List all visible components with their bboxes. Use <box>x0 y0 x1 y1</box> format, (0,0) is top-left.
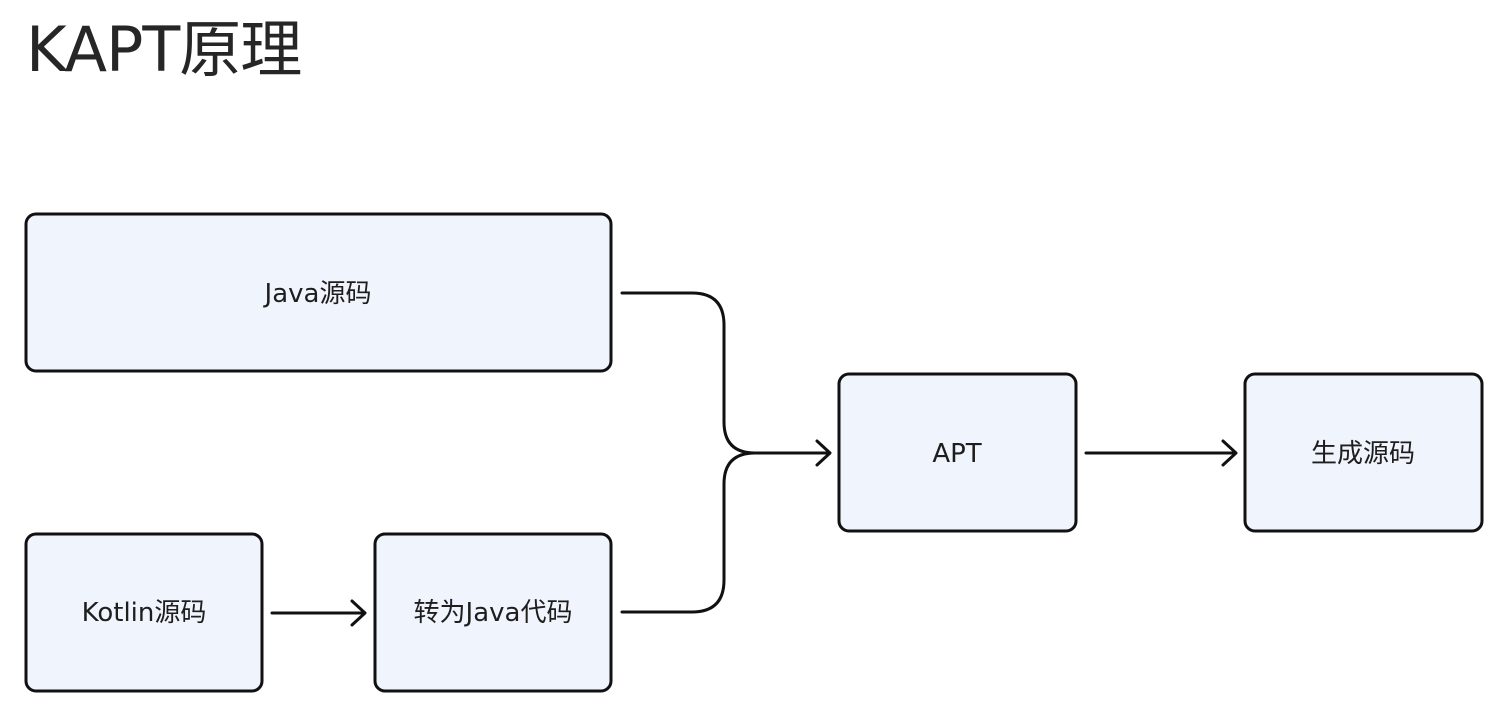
node-apt-label: APT <box>932 439 981 469</box>
node-kotlin-source-box <box>24 532 264 693</box>
edge-to-java-to-apt-line <box>620 451 757 614</box>
edge-java-to-apt <box>620 291 757 455</box>
edge-kotlin-to-java <box>270 599 367 627</box>
edge-merge-to-apt <box>743 439 832 467</box>
edge-merge-to-apt-arrowhead <box>815 439 832 467</box>
edge-java-to-apt-line <box>620 291 757 455</box>
node-to-java[interactable]: 转为Java代码 <box>373 532 613 693</box>
node-kotlin-source-label: Kotlin源码 <box>82 598 207 628</box>
edge-apt-to-generated-arrowhead <box>1221 439 1238 467</box>
node-to-java-box <box>373 532 613 693</box>
node-to-java-label: 转为Java代码 <box>414 598 573 628</box>
node-java-source-label: Java源码 <box>263 279 372 309</box>
node-java-source[interactable]: Java源码 <box>24 212 613 373</box>
edge-apt-to-generated <box>1084 439 1238 467</box>
node-generated-source[interactable]: 生成源码 <box>1243 372 1484 533</box>
node-apt-box <box>837 372 1078 533</box>
edge-kotlin-to-java-arrowhead <box>350 599 367 627</box>
node-apt[interactable]: APT <box>837 372 1078 533</box>
edge-to-java-to-apt <box>620 451 757 614</box>
page-title: KAPT原理 <box>26 13 302 86</box>
node-generated-source-box <box>1243 372 1484 533</box>
node-kotlin-source[interactable]: Kotlin源码 <box>24 532 264 693</box>
node-java-source-box <box>24 212 613 373</box>
node-generated-source-label: 生成源码 <box>1311 439 1415 469</box>
